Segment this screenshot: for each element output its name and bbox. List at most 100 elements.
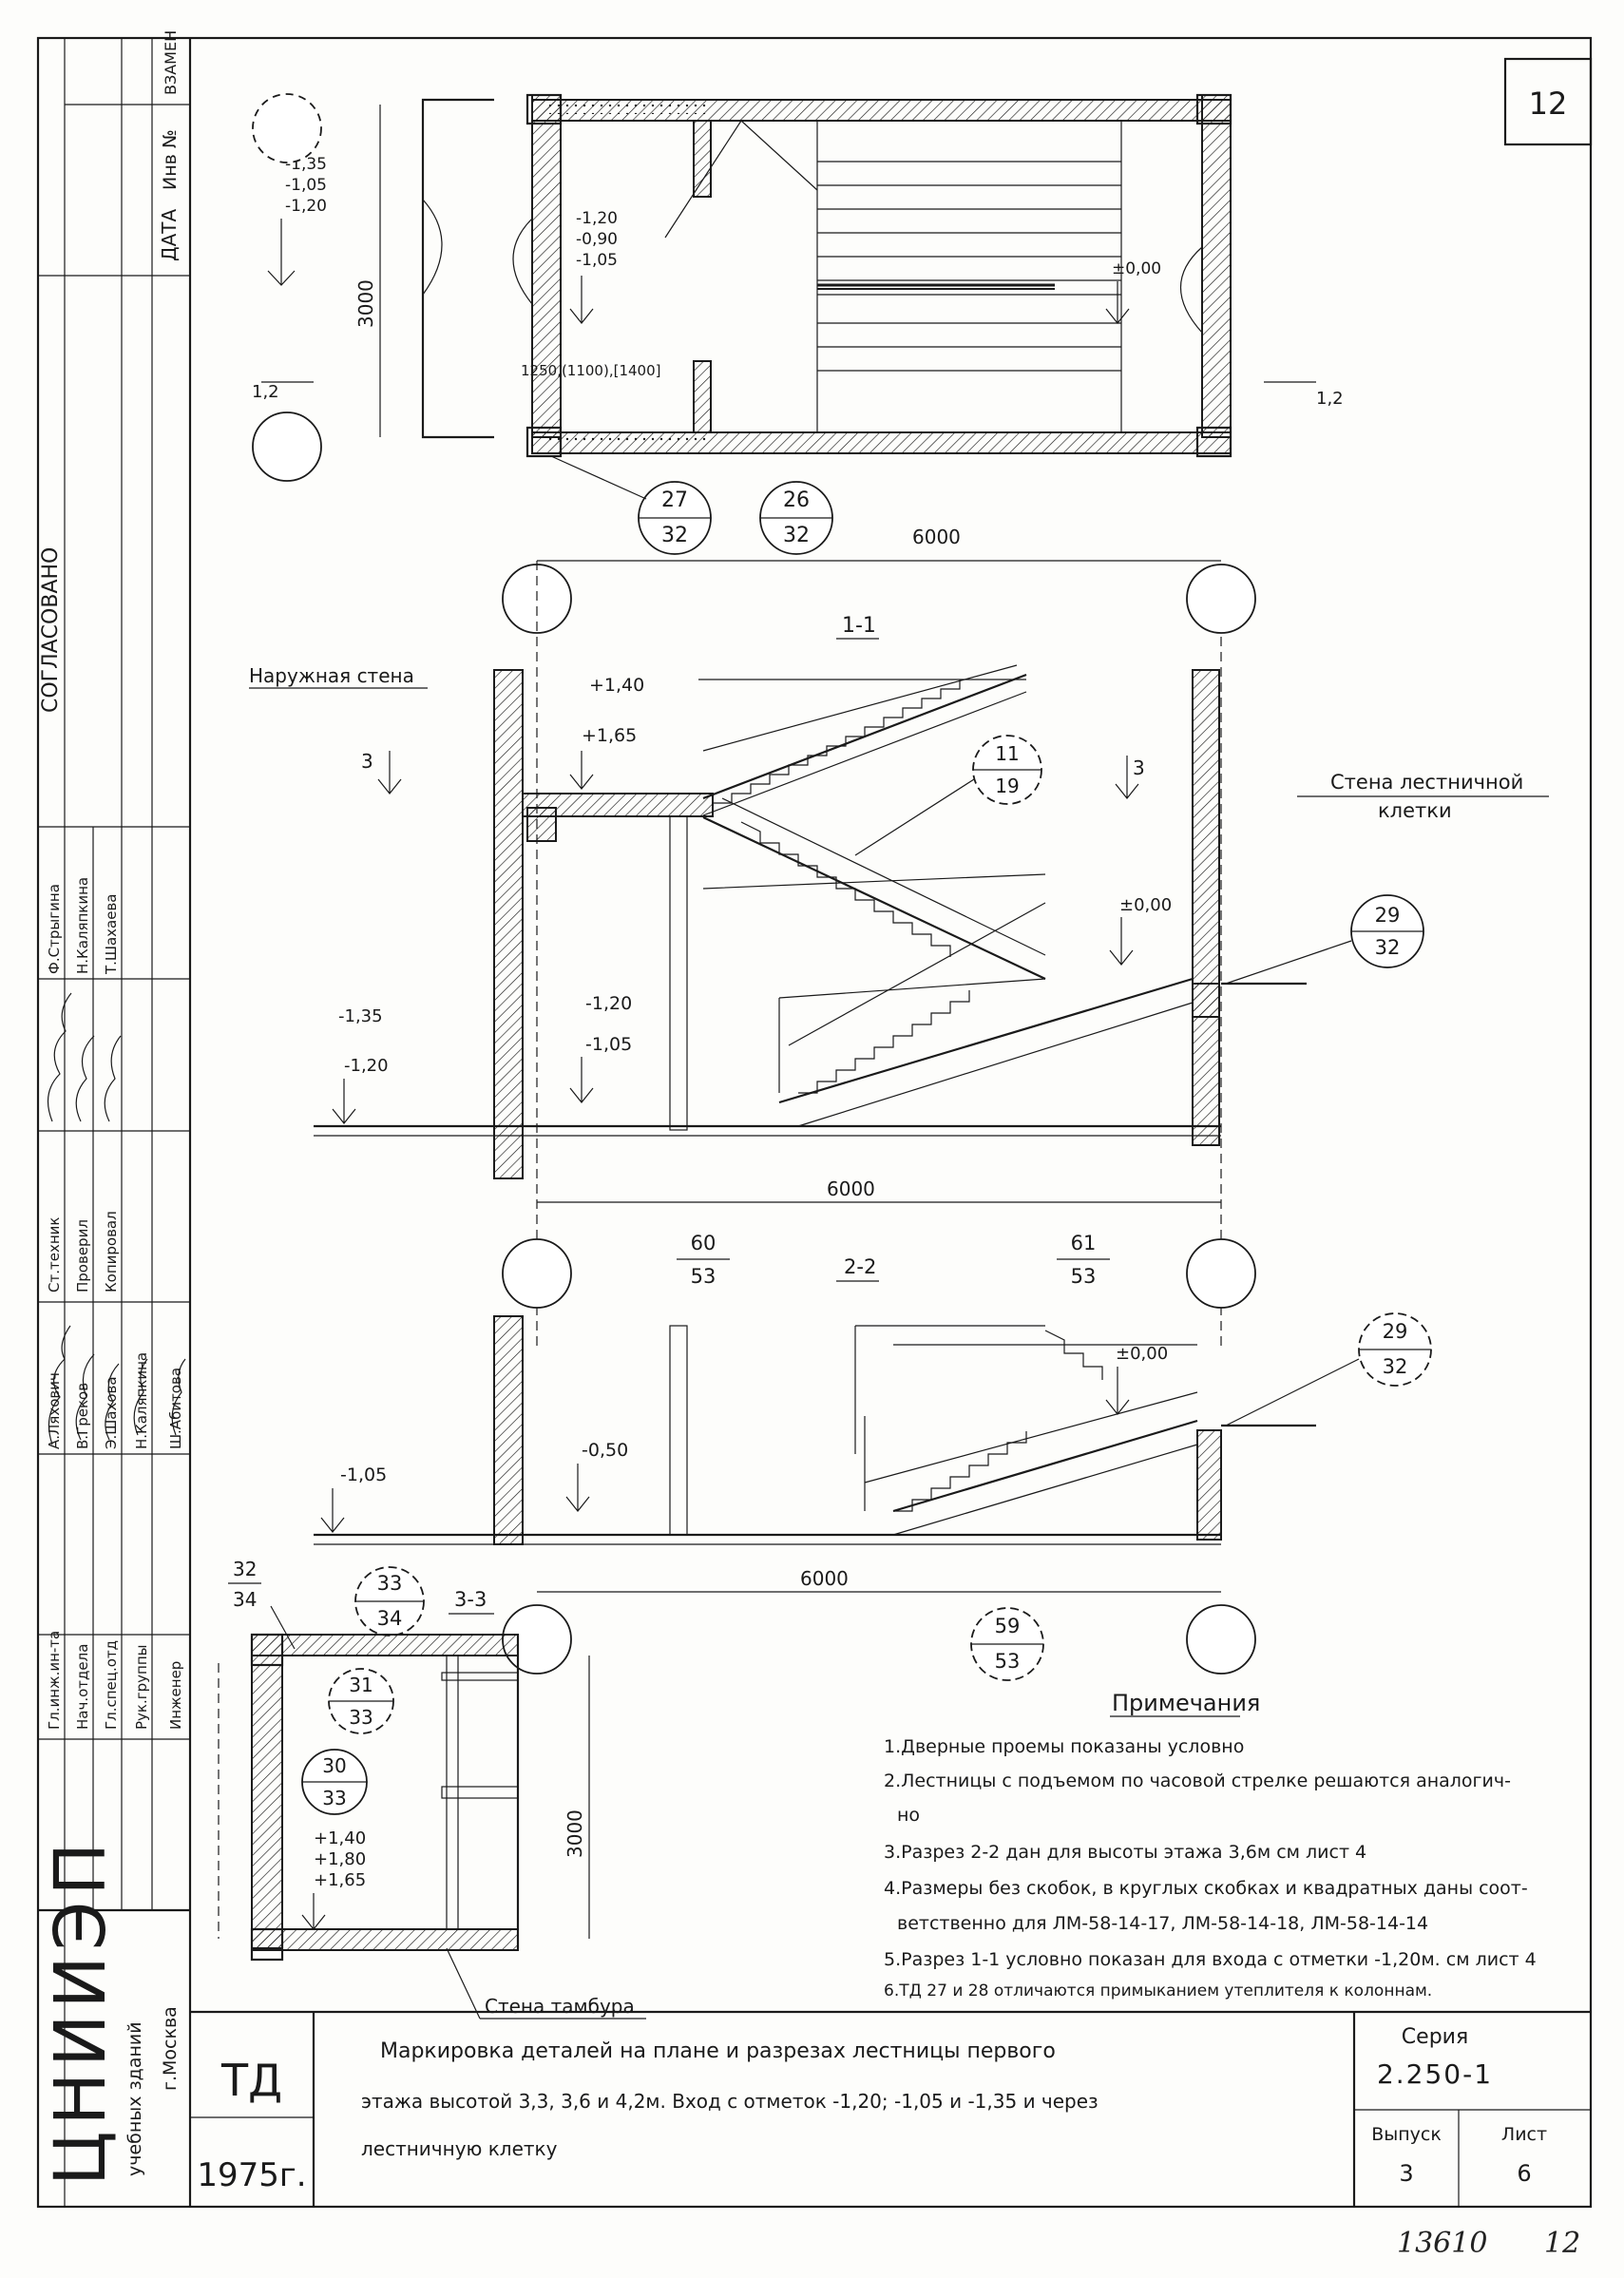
s11-elev-m135: -1,35	[338, 1006, 383, 1026]
plan-cut-left: 1,2	[252, 382, 279, 402]
s22-bubble-33-bottom: 34	[377, 1607, 403, 1630]
notes: Примечания 1.Дверные проемы показаны усл…	[884, 1690, 1537, 2000]
s22-bubble-29-top: 29	[1383, 1320, 1408, 1343]
s33-elev-3: +1,65	[314, 1870, 366, 1890]
stamp-role-1: Гл.инж.ин-та	[46, 1631, 63, 1730]
plan-elev-l2: -1,05	[285, 176, 327, 195]
footer-number: 13610	[1397, 2227, 1487, 2260]
s33-elev-1: +1,40	[314, 1828, 366, 1848]
s22-elev-m105: -1,05	[340, 1464, 387, 1485]
s11-title: 1-1	[842, 614, 876, 638]
stamp-date: ДАТА	[158, 208, 181, 261]
tb-code: ТД	[220, 2055, 282, 2106]
section-3-3: 3-3 32 34 31 33 30 33 +1,40 +1,80 +1,65	[218, 1558, 646, 2020]
s11-bubble-11-bottom: 19	[995, 775, 1019, 797]
plan-elev-l3: -1,20	[285, 197, 327, 216]
plan-bubble-26-top: 26	[783, 488, 810, 512]
tb-issue-value: 3	[1399, 2160, 1413, 2187]
org-main: ЦНИИЭП	[40, 1837, 122, 2186]
s11-dim-6000: 6000	[827, 1177, 875, 1200]
footer-page: 12	[1544, 2227, 1580, 2260]
sheet-number-box	[1503, 57, 1593, 146]
plan-elev-m3: -1,05	[576, 251, 618, 270]
s11-stair-wall-1: Стена лестничной	[1330, 771, 1523, 794]
s22-bubble-59-top: 59	[995, 1615, 1021, 1637]
s22-bubble-60-bottom: 53	[691, 1265, 716, 1288]
s33-vestibule-wall: Стена тамбура	[485, 1995, 635, 2018]
note-4b: ветственно для ЛМ-58-14-17, ЛМ-58-14-18,…	[897, 1913, 1428, 1934]
tb-sheet-label: Лист	[1501, 2124, 1547, 2145]
s33-bubble-32-bottom: 34	[233, 1588, 257, 1611]
stamp-role-5: Инженер	[167, 1661, 184, 1730]
s22-bubble-33-top: 33	[377, 1572, 403, 1595]
s22-elev-m050: -0,50	[582, 1440, 628, 1461]
s22-bubble-61-top: 61	[1071, 1232, 1097, 1254]
stamp-name2-3: Т.Шахаева	[103, 894, 120, 976]
floor-plan: 3000 -1,35 -1,05 -1,20 -1,20 -0,90 -1,05…	[252, 93, 1344, 634]
s11-bubble-29-top: 29	[1375, 904, 1401, 927]
s11-elev-m105: -1,05	[585, 1034, 632, 1055]
plan-elev-m2: -0,90	[576, 230, 618, 249]
sheet-number: 12	[1529, 86, 1568, 122]
stamp-name-4: Н.Каляпкина	[133, 1352, 150, 1449]
s11-elev-zero: ±0,00	[1119, 895, 1172, 915]
s11-elev-140: +1,40	[589, 675, 644, 696]
plan-cut-right: 1,2	[1316, 389, 1344, 409]
s11-elev-165: +1,65	[582, 725, 637, 746]
s22-elev-zero: ±0,00	[1116, 1344, 1168, 1364]
s22-title: 2-2	[844, 1255, 876, 1278]
plan-dim-3000: 3000	[354, 279, 377, 328]
plan-bubble-27-bottom: 32	[661, 524, 688, 547]
signatures	[47, 992, 186, 1445]
plan-door-note: 1250,(1100),[1400]	[521, 362, 660, 379]
notes-title: Примечания	[1112, 1690, 1260, 1716]
s22-bubble-59-bottom: 53	[995, 1650, 1021, 1673]
tb-series-label: Серия	[1402, 2025, 1468, 2049]
stamp-name-1: А.Ляхович	[46, 1372, 63, 1449]
s33-bubble-31-top: 31	[349, 1674, 373, 1696]
plan-elev-zero: ±0,00	[1112, 259, 1161, 278]
s33-dim-3000: 3000	[564, 1809, 586, 1858]
s11-cut-3-left: 3	[361, 750, 373, 773]
stamp-role-3: Гл.спец.отд	[103, 1640, 120, 1730]
note-2b: но	[897, 1805, 920, 1826]
tb-series-value: 2.250-1	[1377, 2058, 1493, 2090]
stamp-role-4: Рук.группы	[133, 1645, 150, 1731]
stamp-role-2: Нач.отдела	[74, 1644, 91, 1730]
s33-elev-2: +1,80	[314, 1849, 366, 1869]
s33-bubble-30-top: 30	[322, 1754, 346, 1777]
tb-year: 1975г.	[197, 2156, 306, 2194]
stamp-role2-1: Ст.техник	[46, 1217, 63, 1292]
s22-dim-6000: 6000	[800, 1567, 849, 1590]
tb-sheet-value: 6	[1517, 2160, 1531, 2187]
s22-bubble-61-bottom: 53	[1071, 1265, 1097, 1288]
stamp-inv: Инв №	[160, 129, 181, 190]
note-1: 1.Дверные проемы показаны условно	[884, 1736, 1244, 1757]
stamp-name2-1: Ф.Стрыгина	[46, 884, 63, 974]
tb-title-1: Маркировка деталей на плане и разрезах л…	[380, 2039, 1056, 2063]
sheet-frame	[36, 36, 1593, 2209]
plan-elev-m1: -1,20	[576, 209, 618, 228]
s11-stair-wall-2: клетки	[1378, 799, 1452, 822]
s22-bubble-60-top: 60	[691, 1232, 716, 1254]
stamp-name2-2: Н.Каляпкина	[74, 877, 91, 974]
stamp-role2-2: Проверил	[74, 1219, 91, 1292]
s11-bubble-11-top: 11	[995, 742, 1019, 765]
stamp-instead: ВЗАМЕН	[162, 30, 180, 95]
note-5: 5.Разрез 1-1 условно показан для входа с…	[884, 1949, 1537, 1970]
s11-cut-3-right: 3	[1133, 756, 1145, 779]
stamp-agreed: СОГЛАСОВАНО	[39, 547, 63, 713]
plan-bubble-27-top: 27	[661, 488, 688, 512]
org-sub: учебных зданий	[124, 2021, 145, 2176]
s33-bubble-30-bottom: 33	[322, 1787, 346, 1809]
stamp-name-5: Ш.Абитова	[167, 1368, 184, 1449]
plan-dim-6000: 6000	[912, 526, 961, 548]
section-1-1: 1-1 Наружная стена Стена лестничной клет…	[249, 561, 1549, 1350]
tb-issue-label: Выпуск	[1371, 2124, 1442, 2145]
section-2-2: 2-2 60 53 61 53 ±0,00 -1,05 -0,50 29 32	[314, 1232, 1432, 1681]
s11-bubble-29-bottom: 32	[1375, 936, 1401, 959]
s11-outer-wall: Наружная стена	[249, 664, 414, 687]
s11-elev-m120a: -1,20	[344, 1056, 389, 1076]
